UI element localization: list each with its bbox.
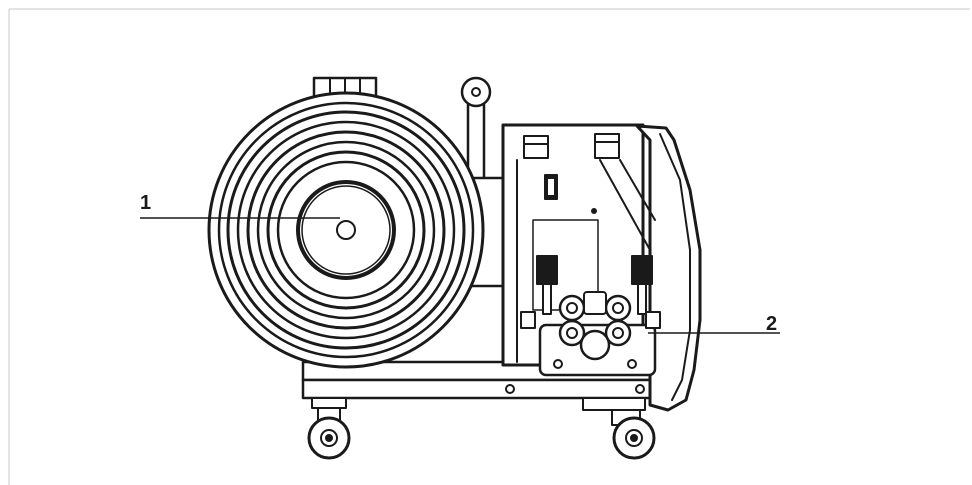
carry-handle bbox=[460, 76, 492, 187]
callout-label-1: 1 bbox=[140, 192, 152, 214]
right-caster bbox=[582, 397, 656, 460]
top-connectors bbox=[523, 133, 620, 159]
left-caster bbox=[307, 397, 351, 460]
leader-lines bbox=[140, 217, 780, 334]
wire-spool bbox=[207, 91, 485, 369]
page-frame bbox=[8, 8, 970, 485]
callout-label-2: 2 bbox=[766, 313, 778, 335]
wire-feed-mechanism bbox=[520, 255, 661, 377]
